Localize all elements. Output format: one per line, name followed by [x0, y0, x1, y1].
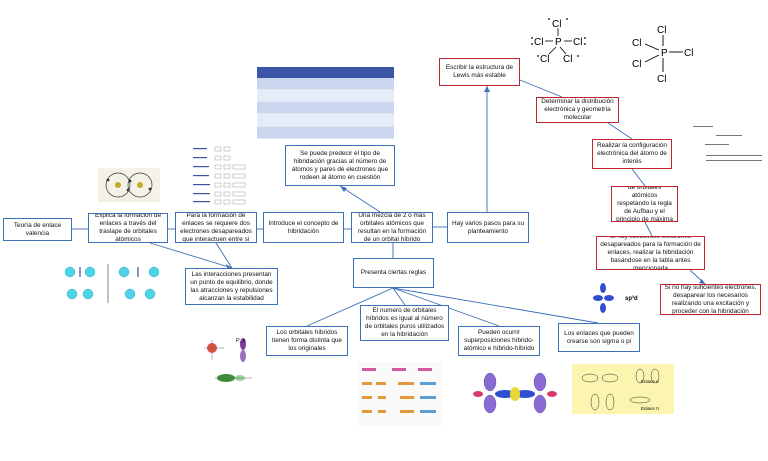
- lewis-cl-br: Cl: [563, 54, 572, 65]
- arrow-predecir: [340, 186, 347, 192]
- lewis-structure-image: Cl Cl P Cl Cl Cl: [534, 19, 582, 65]
- edge-mezcla-predecir: [339, 185, 381, 213]
- orbital-number-image: [358, 362, 442, 426]
- geo-cl-right: Cl: [684, 48, 693, 59]
- geo-p: P: [661, 48, 668, 59]
- node-configuracion: Realizar la configuración electrónica de…: [592, 139, 672, 169]
- enlace-sigma-label: Enlace σ: [641, 379, 659, 384]
- edge-lewis-determinar: [519, 79, 563, 98]
- electron-config-image: [183, 140, 247, 206]
- edge-reglas-distinta: [306, 287, 394, 327]
- edge-reglas-enlaces: [392, 287, 599, 324]
- lewis-p: P: [555, 37, 562, 48]
- arrow-lewis: [484, 86, 490, 92]
- hybrid-shapes-image: P_z: [204, 338, 252, 382]
- edge-formacion-interacciones: [215, 242, 233, 269]
- hybridization-table-image: [690, 122, 764, 172]
- node-llenado: Realizar el llenado de orbitales atómico…: [611, 186, 678, 222]
- arrow-nosuficientes: [699, 279, 705, 284]
- s-orbital-combination-image: [58, 262, 170, 306]
- lewis-cl-top: Cl: [552, 19, 561, 30]
- hybridization-reference-table: ​​​ ​​​ ​​​ ​​​ ​​​ ​​​: [257, 67, 394, 140]
- superposition-image: [470, 364, 557, 420]
- node-interacciones: Las interacciones presentan un punto de …: [185, 268, 278, 305]
- node-numero: El numero de orbitales híbridos es igual…: [360, 305, 449, 341]
- enlace-pi-label: Enlace π: [641, 406, 659, 411]
- node-superposiciones: Pueden ocurrir superposiciones híbrido-a…: [458, 326, 540, 356]
- orbital-overlap-image: [98, 168, 160, 202]
- node-predecir: Se puede predecir el tipo de hibridación…: [285, 145, 395, 186]
- sp3d-label: sp³d: [625, 295, 638, 302]
- node-no-suficientes: Si no hay suficientes electrones, desapa…: [660, 284, 761, 315]
- edge-configuracion-llenado: [631, 168, 646, 187]
- edge-reglas-numero: [392, 287, 406, 306]
- sigma-pi-image: Enlace σ Enlace π: [572, 364, 674, 414]
- geometry-image: Cl Cl P Cl Cl Cl: [632, 25, 693, 85]
- node-enlaces: Los enlaces que pueden crearse son sigma…: [558, 323, 640, 352]
- node-reglas: Presenta ciertas reglas: [353, 258, 434, 288]
- sp3d-orbital-image: sp³d: [593, 283, 638, 313]
- node-formacion: Para la formación de enlaces se requiere…: [175, 212, 257, 243]
- node-teoria: Teoría de enlace valencia: [3, 218, 72, 241]
- node-suficientes: Si hay suficientes electrones desaparead…: [596, 236, 705, 270]
- geo-cl-bottom: Cl: [657, 74, 666, 85]
- node-mezcla: Una mezcla de 2 o más orbitales atómicos…: [351, 212, 433, 243]
- node-pasos: Hay varios pasos para su planteamiento: [447, 212, 529, 243]
- lewis-cl-right: Cl: [573, 37, 582, 48]
- node-determinar: Determinar la distribución electrónica y…: [536, 97, 619, 123]
- lewis-cl-left: Cl: [534, 37, 543, 48]
- geo-cl-bl: Cl: [632, 59, 641, 70]
- edge-explica-interacciones: [149, 242, 233, 269]
- geo-cl-left: Cl: [632, 38, 641, 49]
- edge-llenado-suficientes: [644, 221, 653, 237]
- pz-label: P_z: [236, 338, 246, 344]
- edge-determinar-configuracion: [607, 122, 633, 140]
- node-introduce: Introduce el concepto de hibridación: [263, 212, 344, 243]
- node-distinta: Los orbitales híbridos tienen forma dist…: [266, 326, 348, 356]
- node-lewis: Escribir la estructura de Lewis más esta…: [439, 58, 520, 86]
- node-explica: Explica la formación de enlaces a través…: [88, 213, 168, 243]
- geo-cl-top: Cl: [657, 25, 666, 36]
- lewis-cl-bl: Cl: [540, 54, 549, 65]
